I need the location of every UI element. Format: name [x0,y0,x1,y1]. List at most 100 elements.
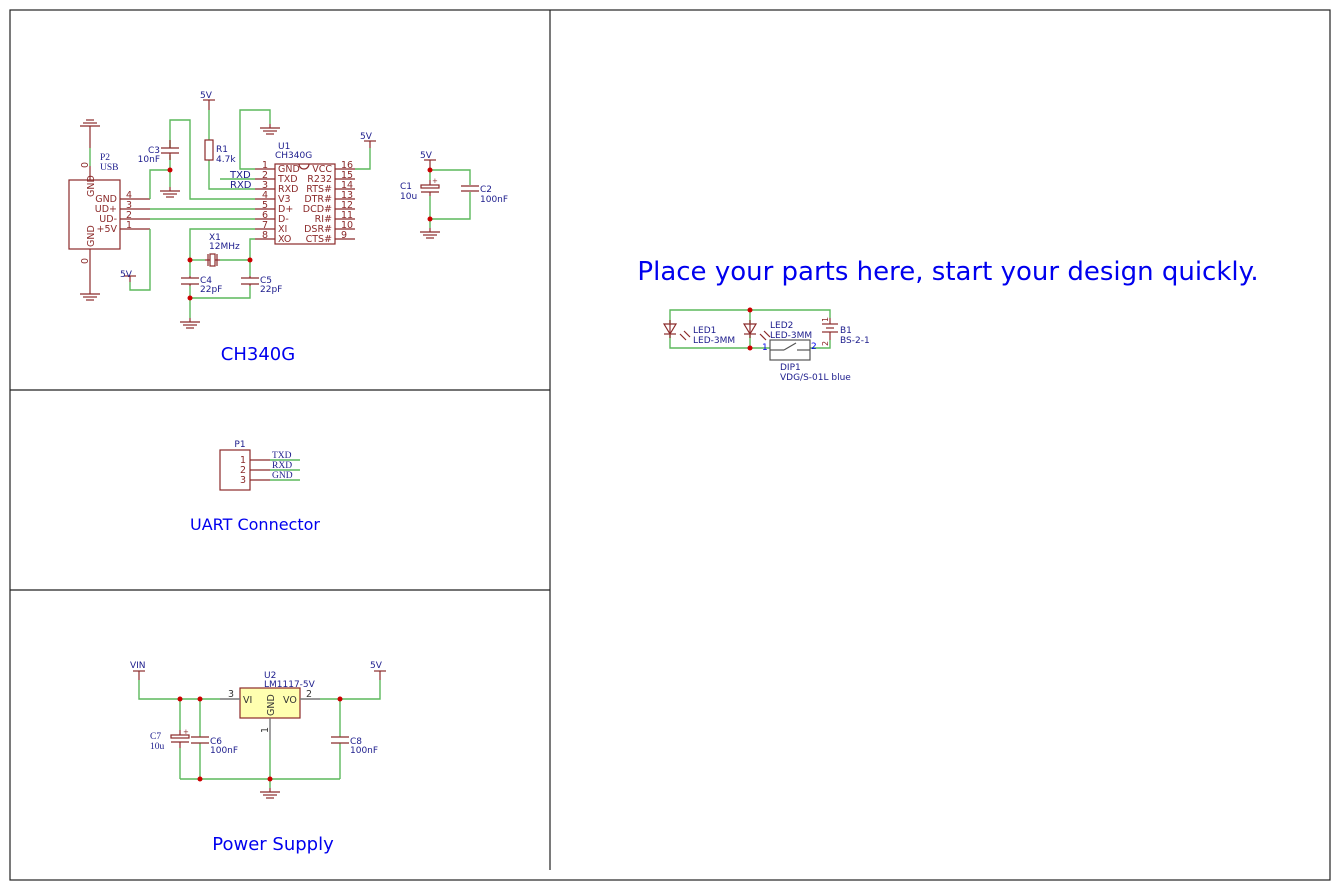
c7-value: 10u [150,742,165,752]
capacitor-c2[interactable]: C2 100nF [461,185,508,205]
usb-connector-p2[interactable]: GND GND 0 0 P2 USB GND UD+ UD- +5V 4 3 2… [68,130,150,290]
u2-value: LM1117-5V [264,680,316,690]
led1-value: LED-3MM [693,336,735,346]
p1-ref: P1 [234,440,245,450]
power-5v-r1: 5V [200,91,215,110]
c3-ref: C3 [148,146,160,156]
c5-ref: C5 [260,276,272,286]
c8-ref: C8 [350,737,362,747]
u1-pin-name: R232 [307,174,332,185]
power-label: 5V [200,91,213,101]
capacitor-c4[interactable]: C4 22pF [181,276,222,295]
p2-pin-name: UD- [99,214,117,225]
ground-symbol [159,186,181,198]
u1-pin-number: 2 [262,170,268,181]
u1-pin-number: 13 [341,190,353,201]
u1-pin-number: 9 [341,230,347,241]
uart-connector-p1[interactable]: P1 1 2 3 TXD RXD GND [219,440,300,491]
u1-pin-name: XI [278,224,287,235]
x1-ref: X1 [209,233,221,243]
u2-pin-number: 2 [306,689,312,700]
dip1-pin-number: 2 [811,342,817,352]
u1-pin-name: D+ [278,204,293,215]
c2-ref: C2 [480,185,492,195]
u1-pin-number: 14 [341,180,353,191]
u1-ref: U1 [278,142,290,152]
u2-pin-number: 1 [260,727,271,733]
u1-pin-name: RXD [278,184,298,195]
section-title-power: Power Supply [212,834,334,855]
p2-ref: P2 [100,153,110,163]
u1-pin-number: 7 [262,220,268,231]
capacitor-c6[interactable]: C6 100nF [191,736,238,756]
u1-pin-number: 3 [262,180,268,191]
r1-value: 4.7k [216,155,236,165]
capacitor-c3[interactable]: C3 10nF [138,140,179,165]
c4-ref: C4 [200,276,212,286]
power-label: VIN [130,661,146,671]
capacitor-c7[interactable]: + C7 10u [150,728,190,752]
ground-symbol-inverted [79,119,101,131]
u1-pin-name: DCD# [303,204,332,215]
u1-pin-number: 11 [341,210,353,221]
c2-value: 100nF [480,195,508,205]
capacitor-c5[interactable]: C5 22pF [241,276,282,295]
resistor-r1[interactable]: R1 4.7k [204,139,236,165]
power-5v-out: 5V [370,661,386,680]
polarity-plus-icon: + [432,177,438,185]
p2-pin-name: +5V [96,224,117,235]
u1-pin-number: 6 [262,210,268,221]
led2-value: LED-3MM [770,331,812,341]
capacitor-c8[interactable]: C8 100nF [331,736,378,756]
capacitor-c1[interactable]: + C1 10u [400,177,440,202]
wires-power [138,680,381,788]
power-5v-c1: 5V [420,151,436,170]
ground-symbol [419,227,441,239]
polarity-plus-icon: + [183,728,189,736]
ground-symbol [259,787,281,799]
dip-switch-dip1[interactable]: 1 2 DIP1 VDG/S-01L blue [762,339,851,383]
led2-ref: LED2 [770,321,793,331]
p2-pin-number: 1 [126,220,132,231]
c3-value: 10nF [138,155,160,165]
p2-pin-number: 2 [126,210,132,221]
design-placeholder-text: Place your parts here, start your design… [637,257,1258,287]
ground-symbol [179,317,201,329]
power-label: 5V [120,270,133,280]
p2-pin-number: 3 [126,200,132,211]
battery-b1[interactable]: 1 2 B1 BS-2-1 [821,317,870,346]
u1-pin-number: 8 [262,230,268,241]
power-vin: VIN [130,661,146,680]
p1-pin-number: 3 [240,475,246,486]
u1-pin-number: 12 [341,200,353,211]
u1-value: CH340G [275,151,312,161]
section-title-ch340g: CH340G [221,344,295,365]
p2-shield-pin: 0 [80,258,91,264]
u1-pin-name: D- [278,214,289,225]
u1-pin-number: 4 [262,190,268,201]
net-label-rxd: RXD [230,180,252,191]
b1-pin-number: 2 [821,341,830,346]
net-label-rxd: RXD [272,461,292,471]
b1-ref: B1 [840,326,852,336]
led-led2[interactable]: LED2 LED-3MM [742,320,812,341]
led-led1[interactable]: LED1 LED-3MM [662,320,735,346]
b1-pin-number: 1 [821,317,830,322]
power-label: 5V [370,661,383,671]
u1-pin-name: V3 [278,194,291,205]
u2-pin-vi: VI [243,695,252,706]
x1-value: 12MHz [209,242,240,252]
c7-ref: C7 [150,732,161,742]
p2-pin-number: 4 [126,190,132,201]
p2-value: USB [100,163,118,173]
c8-value: 100nF [350,746,378,756]
junctions-ch340g [167,167,253,301]
p2-gnd-label: GND [86,225,97,247]
crystal-x1[interactable]: X1 12MHz [205,233,240,267]
u1-pin-number: 10 [341,220,353,231]
u1-pin-name: CTS# [306,234,332,245]
u1-pin-name: VCC [312,164,332,175]
regulator-u2[interactable]: VI VO GND 3 2 1 U2 LM1117-5V [220,671,320,740]
